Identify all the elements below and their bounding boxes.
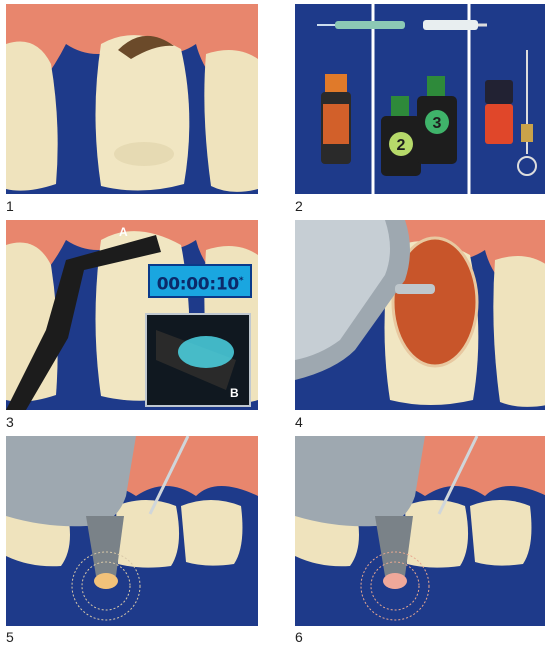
panel-4-number: 4	[295, 415, 303, 429]
panel-4-polishing-disc	[295, 220, 545, 410]
panel-3-light-curing: 00:00:10* A B	[6, 220, 258, 410]
callout-a: A	[119, 225, 128, 239]
timer-value: 00:00:10	[157, 275, 239, 295]
panel-5-number: 5	[6, 630, 14, 644]
panel-2-materials: 2 3	[295, 4, 545, 194]
panel-1-tooth-cavity	[6, 4, 258, 194]
panel-1-number: 1	[6, 199, 14, 213]
final-polishing-illustration	[295, 436, 545, 626]
panel-6-final-polishing	[295, 436, 545, 626]
timer-display: 00:00:10*	[148, 264, 252, 298]
polishing-brush-illustration	[6, 436, 258, 626]
bottle-2-label: 2	[397, 137, 406, 154]
bottle-3-label: 3	[433, 115, 442, 132]
timer-footnote-mark: *	[239, 276, 243, 286]
panel-5-polishing-brush	[6, 436, 258, 626]
callout-b: B	[230, 386, 239, 400]
light-curing-illustration	[6, 220, 258, 410]
panel-2-number: 2	[295, 199, 303, 213]
panel-3-number: 3	[6, 415, 14, 429]
polishing-disc-illustration	[295, 220, 545, 410]
materials-illustration: 2 3	[295, 4, 545, 194]
panel-6-number: 6	[295, 630, 303, 644]
tooth-cavity-illustration	[6, 4, 258, 194]
